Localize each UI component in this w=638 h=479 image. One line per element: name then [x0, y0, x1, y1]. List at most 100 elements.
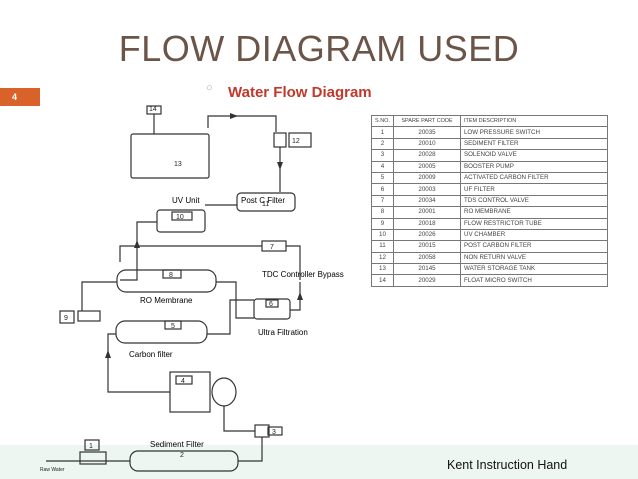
component-number-11: 11 [262, 201, 269, 208]
cell-description: FLOW RESTRICTOR TUBE [459, 217, 608, 230]
raw-water-label: Raw Water [40, 467, 65, 473]
cell-description: SOLENOID VALVE [459, 149, 608, 162]
cell-description: UV CHAMBER [459, 228, 608, 242]
sediment-filter [129, 450, 239, 472]
cell-description: FLOAT MICRO SWITCH [459, 274, 608, 287]
parts-table: S.NO. SPARE PART CODE ITEM DESCRIPTION 1… [371, 114, 608, 287]
cell-sno: 7 [371, 194, 394, 208]
component-number-1: 1 [89, 443, 93, 450]
footer-caption: Kent Instruction Hand [447, 458, 568, 472]
ro-membrane-label: RO Membrane [140, 296, 193, 305]
ro-membrane [116, 269, 217, 293]
cell-code: 20058 [392, 251, 461, 265]
tdc-bypass-label: TDC Controller Bypass [262, 270, 344, 279]
header-description: ITEM DESCRIPTION [459, 114, 608, 128]
cell-code: 20010 [392, 137, 461, 151]
component-number-13: 13 [174, 161, 182, 168]
tds-control-valve [261, 240, 287, 252]
component-number-4: 4 [181, 378, 185, 385]
component-number-3: 3 [272, 429, 276, 436]
post-c-filter-label: Post C Filter [241, 196, 286, 205]
cell-code: 20035 [392, 126, 461, 139]
slide-title: FLOW DIAGRAM USED [118, 28, 520, 69]
cell-sno: 12 [371, 251, 394, 265]
cell-description: LOW PRESSURE SWITCH [459, 126, 608, 139]
ultra-filtration-label: Ultra Filtration [258, 328, 308, 337]
cell-description: UF FILTER [459, 183, 608, 196]
cell-code: 20034 [392, 194, 461, 208]
carbon-filter-label: Carbon filter [129, 350, 173, 359]
cell-code: 20003 [392, 183, 461, 196]
cell-description: POST CARBON FILTER [459, 240, 608, 253]
post-carbon-filter [236, 192, 296, 212]
uv-unit-label: UV Unit [172, 196, 200, 205]
cell-code: 20026 [392, 228, 461, 242]
solenoid-valve [254, 424, 270, 438]
circle-bullet-icon: ○ [206, 82, 213, 94]
cell-code: 20001 [392, 206, 461, 219]
table-header-row: S.NO. SPARE PART CODE ITEM DESCRIPTION [371, 114, 608, 128]
cell-sno: 10 [371, 228, 394, 242]
uf-filter [253, 298, 291, 320]
carbon-filter [115, 320, 208, 344]
component-number-8: 8 [169, 272, 173, 279]
cell-description: TDS CONTROL VALVE [459, 194, 608, 208]
cell-description: RO MEMBRANE [459, 206, 608, 219]
cell-sno: 5 [371, 171, 394, 185]
low-pressure-switch [84, 439, 100, 451]
cell-code: 20145 [392, 263, 461, 276]
component-number-10: 10 [176, 214, 184, 221]
cell-sno: 9 [371, 217, 394, 230]
cell-sno: 8 [371, 206, 394, 219]
cell-sno: 3 [371, 149, 394, 162]
diagram-title: Water Flow Diagram [228, 84, 372, 101]
component-number-14: 14 [149, 106, 157, 113]
cell-sno: 13 [371, 263, 394, 276]
water-storage-tank [130, 133, 210, 179]
cell-sno: 11 [371, 240, 394, 253]
cell-code: 20009 [392, 171, 461, 185]
header-code: SPARE PART CODE [392, 114, 461, 128]
component-number-5: 5 [171, 323, 175, 330]
pump-motor [211, 377, 237, 407]
cell-code: 20029 [392, 274, 461, 287]
cell-sno: 4 [371, 160, 394, 173]
uv-chamber [156, 209, 206, 233]
page-number-badge: 4 [0, 88, 40, 106]
cell-code: 20028 [392, 149, 461, 162]
flow-restrictor [59, 310, 75, 324]
cell-description: WATER STORAGE TANK [459, 263, 608, 276]
cell-sno: 14 [371, 274, 394, 287]
component-number-12: 12 [292, 138, 300, 145]
non-return-valve [273, 132, 287, 148]
sediment-filter-label: Sediment Filter [150, 440, 204, 449]
component-number-2: 2 [180, 452, 184, 459]
cell-sno: 1 [371, 126, 394, 139]
component-number-7: 7 [270, 244, 274, 251]
cell-code: 20005 [392, 160, 461, 173]
cell-description: BOOSTER PUMP [459, 160, 608, 173]
cell-code: 20015 [392, 240, 461, 253]
component-number-9: 9 [64, 315, 68, 322]
cell-description: NON RETURN VALVE [459, 251, 608, 265]
component-number-6: 6 [269, 301, 273, 308]
cell-description: SEDIMENT FILTER [459, 137, 608, 151]
cell-code: 20018 [392, 217, 461, 230]
header-sno: S.NO. [371, 114, 394, 128]
cell-sno: 6 [371, 183, 394, 196]
